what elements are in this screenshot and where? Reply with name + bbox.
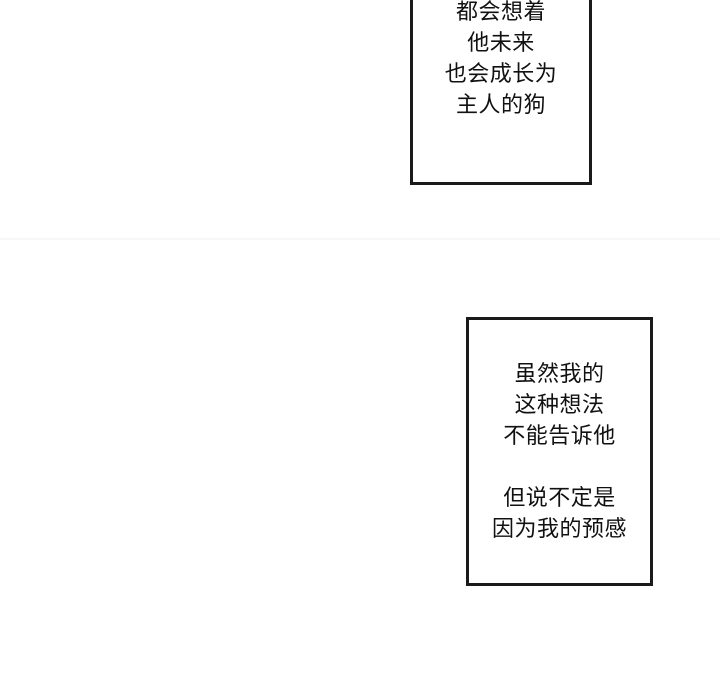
comic-panel-top: 都会想着 他未来 也会成长为 主人的狗 bbox=[0, 0, 720, 238]
caption-line: 不能告诉他 bbox=[503, 423, 616, 449]
caption-line: 都会想着 bbox=[455, 0, 546, 25]
caption-line: 这种想法 bbox=[514, 392, 605, 418]
caption-line: 他未来 bbox=[467, 31, 535, 56]
caption-box-bottom: 虽然我的 这种想法 不能告诉他 但说不定是 因为我的预感 bbox=[466, 317, 653, 586]
caption-line: 虽然我的 bbox=[514, 361, 605, 387]
caption-box-top: 都会想着 他未来 也会成长为 主人的狗 bbox=[410, 0, 592, 185]
caption-line: 因为我的预感 bbox=[491, 516, 627, 542]
caption-line: 主人的狗 bbox=[455, 93, 546, 118]
caption-line: 也会成长为 bbox=[444, 62, 558, 87]
panel-gutter bbox=[0, 238, 720, 240]
caption-line: 但说不定是 bbox=[503, 485, 616, 511]
